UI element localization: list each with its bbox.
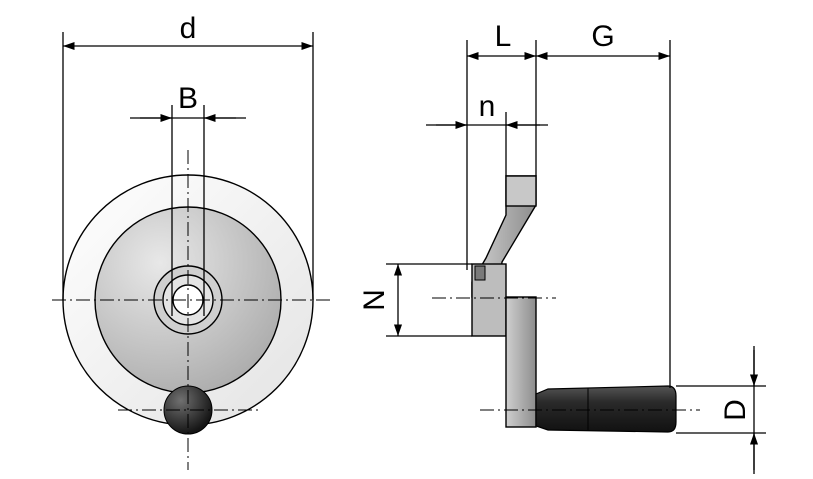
- B-label: B: [178, 82, 198, 115]
- N-label: N: [358, 289, 391, 311]
- G-label: G: [591, 20, 614, 53]
- side-rim-top: [505, 175, 537, 207]
- front-view: B d: [52, 12, 330, 470]
- d-label: d: [180, 12, 197, 45]
- crank-handle: [535, 385, 677, 433]
- side-rim: [505, 296, 537, 428]
- n-label: n: [479, 90, 496, 123]
- side-view: L G n N D: [358, 20, 766, 474]
- D-label: D: [719, 399, 752, 421]
- L-label: L: [495, 20, 512, 53]
- side-hub-groove: [474, 265, 486, 281]
